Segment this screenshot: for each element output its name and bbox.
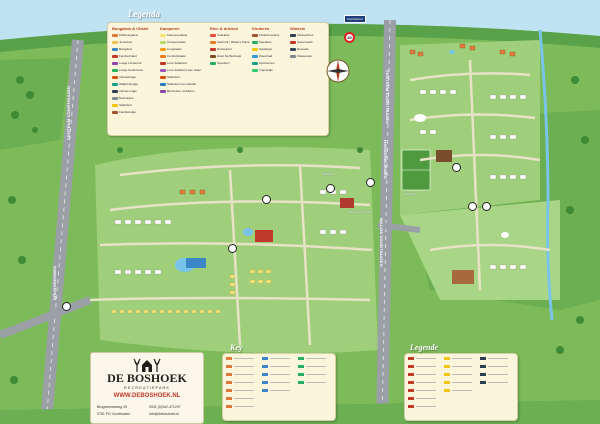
info-pin-icon[interactable] bbox=[326, 184, 335, 193]
legend-item: Zeezicht / Wikke's Plaza bbox=[210, 40, 249, 44]
legend-item: Familielodge bbox=[112, 110, 136, 114]
legend-item: Comfortplaats bbox=[160, 54, 186, 58]
park-email[interactable]: info@deboshoek.nl bbox=[149, 412, 180, 416]
legend-item: Snackbar bbox=[210, 33, 230, 37]
legend-legende-rows bbox=[408, 357, 508, 408]
legend-item: Kampeerplaats bbox=[160, 33, 187, 37]
legend-item: Fietsverhuur bbox=[290, 33, 314, 37]
legend-item: Lodge Lindenhof bbox=[112, 61, 141, 65]
legend-item: Veluwelodge bbox=[112, 75, 136, 79]
legend-col-heading: Eten & drinken bbox=[210, 26, 239, 31]
info-pin-icon[interactable] bbox=[62, 302, 71, 311]
logo-trees-icon bbox=[133, 358, 161, 372]
speed-limit-sign: 30 bbox=[344, 32, 355, 43]
legend-item: Trapveldje bbox=[252, 68, 273, 72]
legend-item: Bungalow bbox=[112, 47, 132, 51]
legend-col-heading: Kamperen bbox=[160, 26, 180, 31]
town-sign: Voorthuizen bbox=[344, 15, 366, 23]
legend-item: Receptie bbox=[290, 47, 309, 51]
legend-item: Luxe Safaritent aan water bbox=[160, 68, 201, 72]
legend-item: Walkuhnlodge bbox=[112, 82, 138, 86]
road-label-west-lower: BRUGVEENWEG bbox=[52, 265, 57, 300]
road-label-center-upper: CENTRUM VOORTHUIZEN bbox=[385, 70, 390, 125]
place-label: Sportpark bbox=[404, 192, 418, 196]
legend-item: Parkbungalow bbox=[112, 33, 138, 37]
legend-item: Veluwe lodge bbox=[112, 89, 137, 93]
park-logo-card: DE BOSHOEK RECREATIEPARK WWW.DEBOSHOEK.N… bbox=[90, 352, 204, 424]
legend-top-title: Legenda bbox=[128, 9, 160, 19]
park-logo-subtitle: RECREATIEPARK bbox=[123, 385, 171, 390]
place-label: Wellness bbox=[322, 172, 335, 176]
info-pin-icon[interactable] bbox=[482, 202, 491, 211]
legend-item: Boshuisjes bbox=[112, 96, 134, 100]
road-label-center-lower: HARDERWIJKWEG bbox=[383, 140, 388, 180]
info-pin-icon[interactable] bbox=[452, 163, 461, 172]
legend-item: Luxe Safaritent bbox=[160, 61, 187, 65]
legend-key-title: Key bbox=[230, 343, 243, 352]
legend-item: Luxeplaats bbox=[160, 47, 182, 51]
info-pin-icon[interactable] bbox=[262, 195, 271, 204]
park-website-link[interactable]: WWW.DEBOSHOEK.NL bbox=[113, 393, 181, 399]
legend-item: Sportterrein bbox=[252, 61, 275, 65]
legend-item: Spelletjes bbox=[252, 47, 272, 51]
legend-legende-title: Legende bbox=[410, 343, 438, 352]
info-pin-icon[interactable] bbox=[228, 244, 237, 253]
road-label-center-mid: WALVIS VOORTHUIZEN bbox=[379, 218, 384, 267]
legend-item: Zwembad bbox=[252, 54, 272, 58]
legend-key-card bbox=[222, 353, 336, 421]
park-address-street: Brugveenseweg 25 bbox=[97, 405, 127, 409]
legend-item: Lodge Koolbrouck bbox=[112, 68, 143, 72]
legend-col-heading: Winkels bbox=[290, 26, 306, 31]
legend-col-heading: Kinderen bbox=[252, 26, 270, 31]
legend-item: Juniorbos bbox=[112, 40, 132, 44]
legend-item: Bijzondere verblijven bbox=[160, 89, 195, 93]
legend-item: Safaritent bbox=[112, 103, 132, 107]
info-pin-icon[interactable] bbox=[468, 202, 477, 211]
legend-key-rows bbox=[226, 357, 326, 408]
legend-item: Safaritent met sanitair bbox=[160, 82, 196, 86]
legend-item: Wasserette bbox=[290, 54, 312, 58]
park-address-city: 3781 PG Voorthuizen bbox=[97, 412, 131, 416]
road-label-west: CENTRUM VOORTHUIZEN bbox=[66, 85, 71, 140]
legend-item: Familiechalet bbox=[112, 54, 137, 58]
legend-item: Restaurant bbox=[210, 47, 232, 51]
legend-item: Safaritent bbox=[160, 75, 180, 79]
compass-icon bbox=[326, 59, 350, 83]
place-label: Kampeerreceptie bbox=[348, 210, 371, 214]
legend-item: Kinderboerderij bbox=[252, 33, 279, 37]
park-logo-name: DE BOSHOEK bbox=[107, 371, 187, 385]
legend-item: Camperplaats bbox=[160, 40, 186, 44]
park-phone: 0031 (0)342-471297 bbox=[149, 405, 181, 409]
legend-col-heading: Bungalow & Chalet bbox=[112, 26, 149, 31]
legend-item: Speelbos bbox=[252, 40, 272, 44]
legend-item: Hotel De Boshoek bbox=[210, 54, 241, 58]
legend-legende-card bbox=[404, 353, 518, 421]
legend-item: Speeltuin bbox=[210, 61, 230, 65]
info-pin-icon[interactable] bbox=[366, 178, 375, 187]
legend-item: Supermarkt bbox=[290, 40, 313, 44]
